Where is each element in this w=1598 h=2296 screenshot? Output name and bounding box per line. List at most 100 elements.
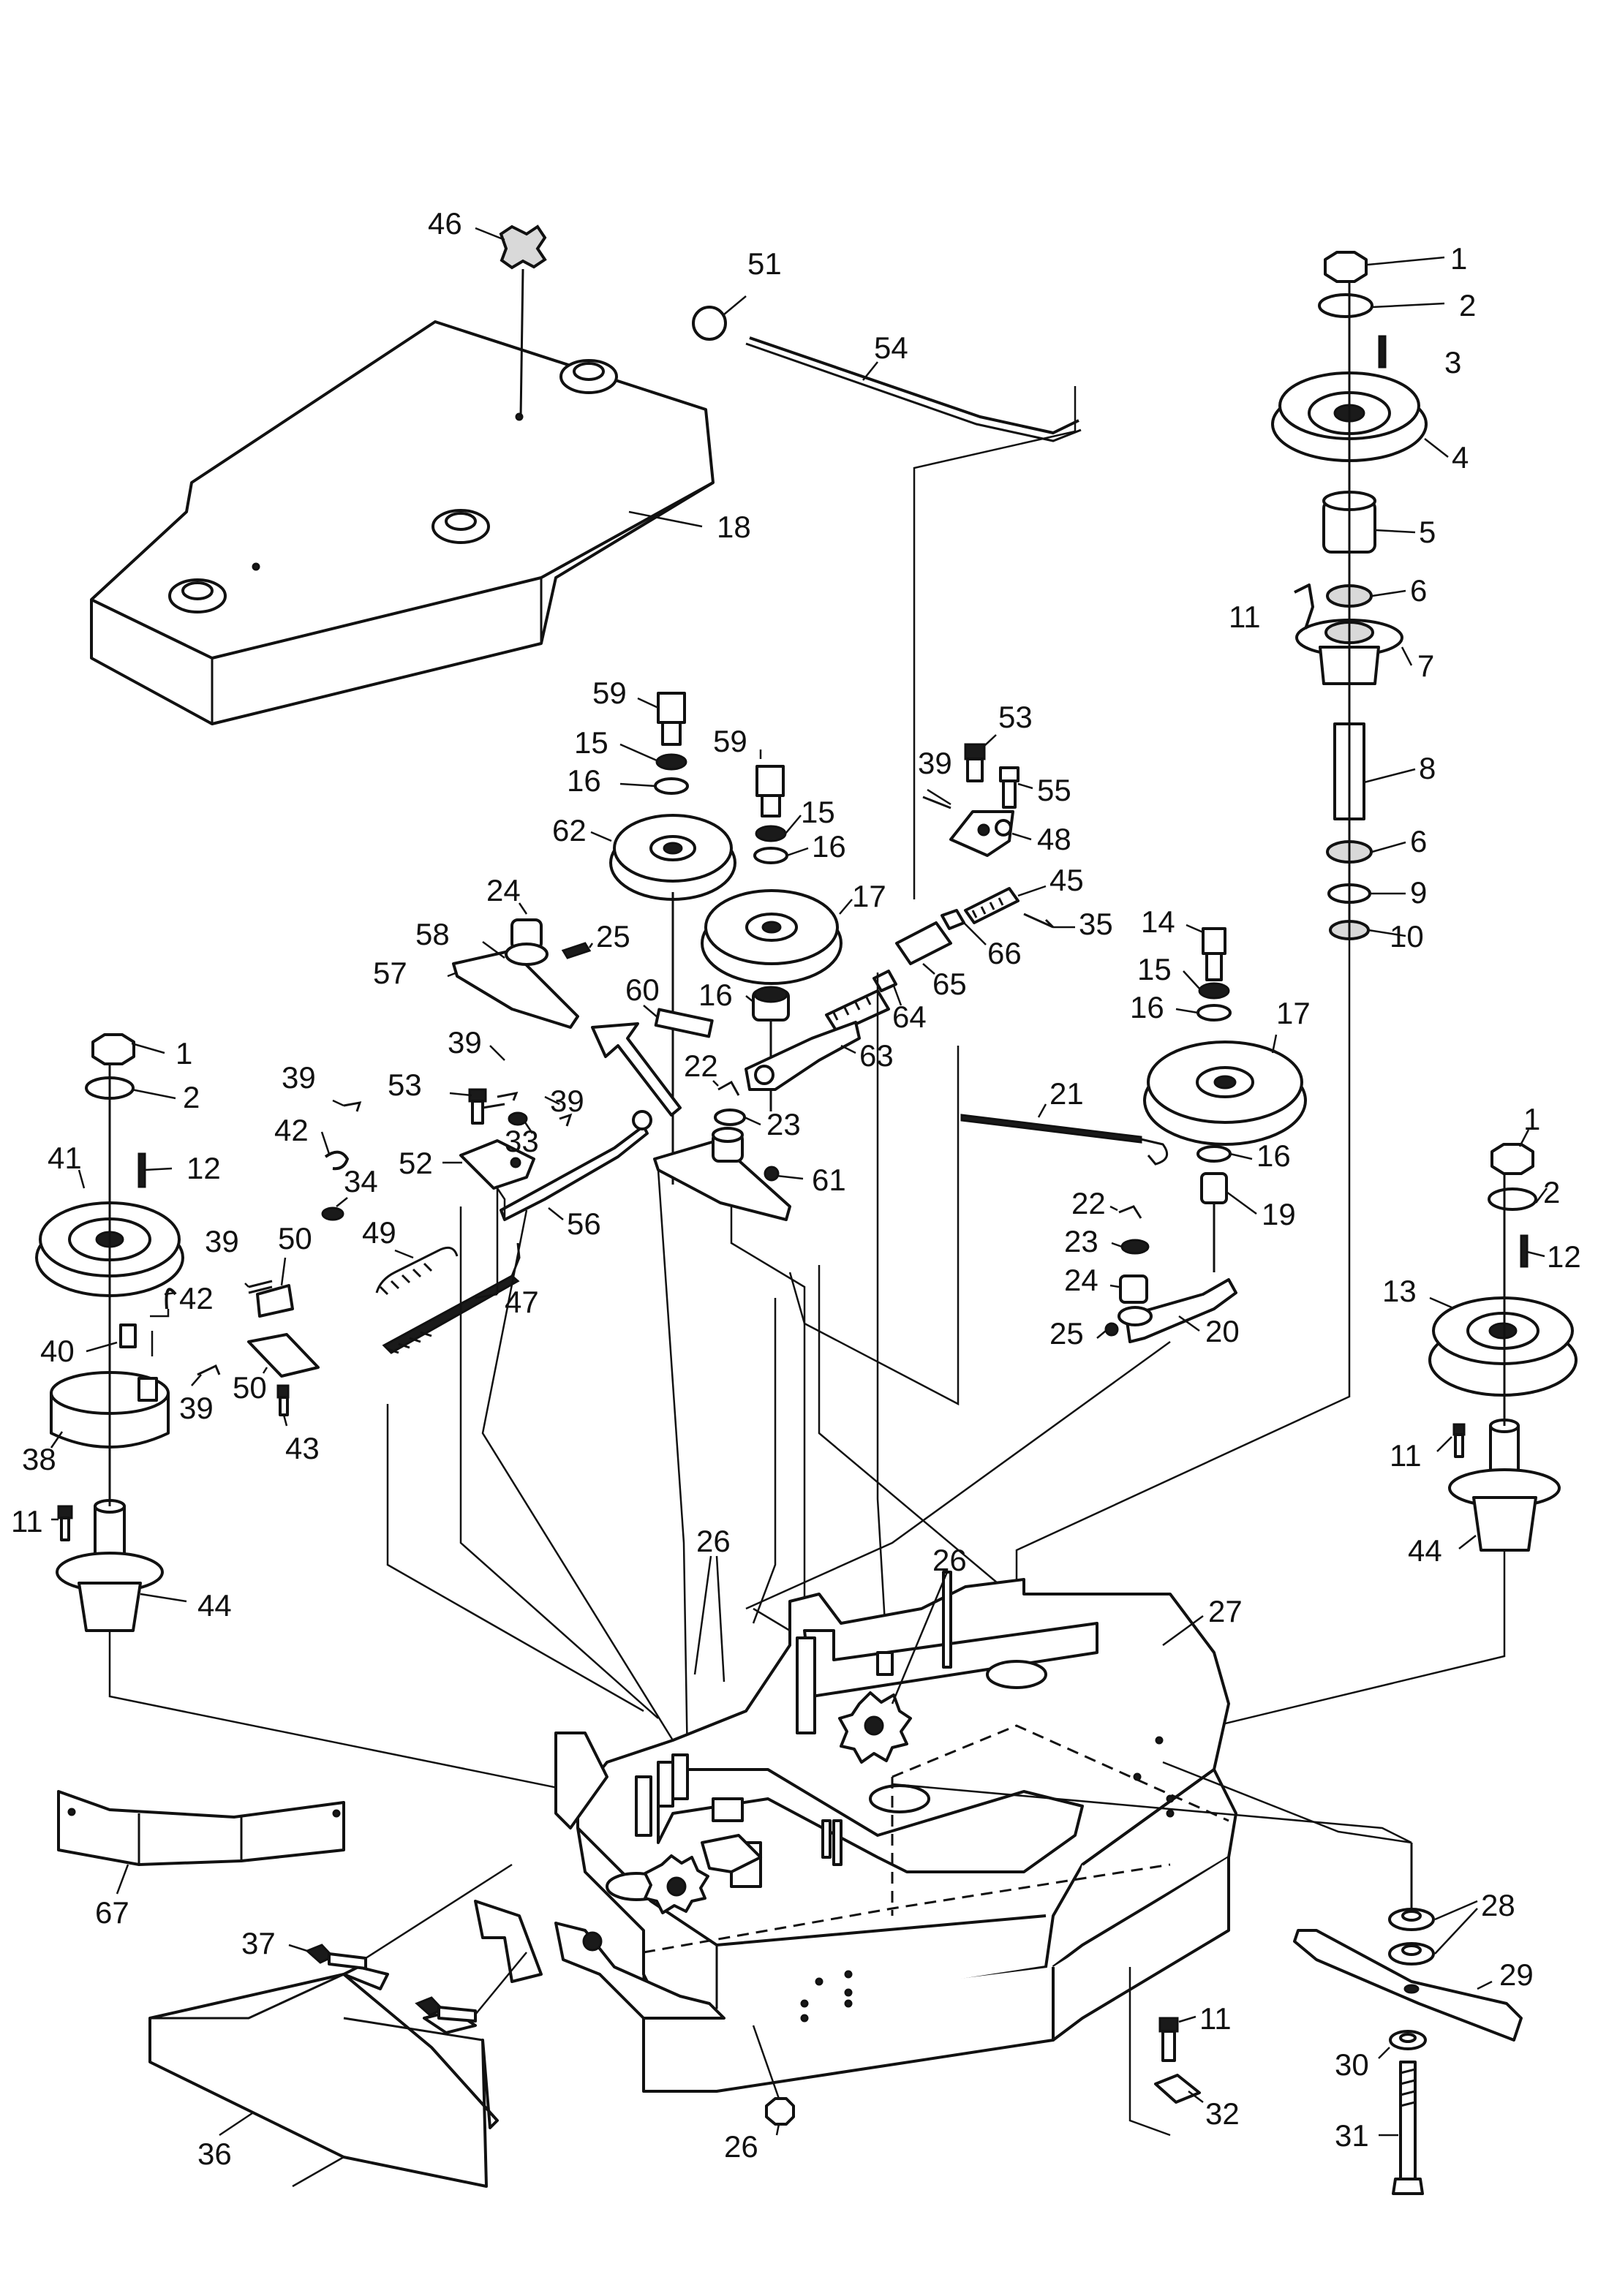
leader-38	[50, 1431, 64, 1449]
callout-39: 39	[205, 1224, 239, 1258]
callout-16: 16	[1256, 1138, 1291, 1173]
callout-24: 24	[1064, 1263, 1098, 1297]
leader-16b	[786, 847, 809, 857]
leader-40	[86, 1341, 118, 1353]
leader-1a	[1367, 256, 1445, 266]
arm-part-48	[949, 743, 1020, 857]
leader-53b	[449, 1092, 472, 1097]
callout-65: 65	[932, 967, 967, 1001]
leader-2a	[1371, 302, 1445, 309]
plate-part-60	[654, 1008, 714, 1038]
leader-12a	[144, 1167, 173, 1171]
leader-14	[1186, 924, 1204, 934]
callout-20: 20	[1205, 1314, 1240, 1348]
leader-60	[643, 1005, 659, 1019]
leader-16c	[745, 995, 754, 1002]
leader-13	[1429, 1296, 1452, 1309]
leader-37	[288, 1944, 308, 1952]
callout-24: 24	[486, 873, 521, 907]
idler-bracket-part-57	[452, 918, 592, 1029]
leader-39d	[191, 1374, 202, 1386]
callout-2: 2	[1459, 288, 1476, 322]
callout-16: 16	[698, 978, 733, 1012]
leader-39f	[544, 1095, 560, 1106]
leader-32	[1188, 2091, 1204, 2103]
callout-14: 14	[1141, 905, 1175, 939]
callout-44: 44	[197, 1588, 232, 1623]
leader-44a	[140, 1593, 187, 1603]
discharge-chute-part-36	[148, 1863, 527, 2188]
callout-21: 21	[1049, 1076, 1084, 1111]
callout-19: 19	[1262, 1197, 1296, 1231]
callout-57: 57	[373, 956, 407, 990]
callout-42: 42	[179, 1281, 214, 1315]
callout-31: 31	[1335, 2118, 1369, 2153]
leader-24b	[1109, 1284, 1120, 1288]
leader-44b	[1458, 1535, 1477, 1549]
callout-1: 1	[1523, 1102, 1540, 1136]
leader-12b	[1526, 1250, 1545, 1258]
callout-39: 39	[550, 1084, 584, 1118]
callout-23: 23	[766, 1107, 801, 1141]
callout-13: 13	[1382, 1274, 1417, 1308]
leader-27	[1162, 1615, 1204, 1647]
callout-8: 8	[1419, 751, 1436, 785]
leader-53a	[984, 734, 997, 747]
baffle-part-67	[57, 1790, 345, 1866]
callout-53: 53	[388, 1068, 422, 1102]
leader-16a	[619, 782, 656, 788]
leader-62	[590, 831, 612, 842]
nut-part-26c	[752, 2025, 795, 2126]
leader-43	[282, 1414, 288, 1427]
callout-59: 59	[592, 676, 627, 710]
leader-23a	[744, 1116, 761, 1126]
callout-1: 1	[1450, 241, 1467, 276]
leader-20	[1178, 1315, 1200, 1332]
leader-15a	[619, 743, 657, 762]
leader-49	[394, 1249, 414, 1259]
leader-36	[219, 2112, 253, 2137]
leader-22b	[1109, 1205, 1118, 1212]
callout-23: 23	[1064, 1224, 1098, 1258]
idler-arm-center	[653, 1080, 791, 1221]
callout-53: 53	[998, 700, 1033, 734]
leader-65	[922, 963, 935, 975]
callout-32: 32	[1205, 2096, 1240, 2131]
callout-50: 50	[233, 1370, 267, 1405]
leader-47	[475, 1293, 498, 1299]
leader-11b	[1178, 2015, 1196, 2023]
leader-51	[723, 295, 747, 315]
callout-29: 29	[1499, 1957, 1534, 1992]
callout-41: 41	[48, 1141, 82, 1175]
callout-33: 33	[505, 1124, 539, 1158]
leader-15c	[1183, 970, 1200, 989]
leader-39a	[927, 788, 951, 806]
leader-34	[336, 1197, 348, 1207]
callout-48: 48	[1037, 822, 1071, 856]
callout-55: 55	[1037, 773, 1071, 807]
callout-56: 56	[567, 1206, 601, 1241]
leader-2b	[131, 1088, 176, 1100]
leader-19	[1226, 1190, 1257, 1215]
knob-part-46	[499, 224, 547, 418]
leader-57	[447, 971, 458, 978]
callout-12: 12	[1547, 1239, 1581, 1274]
callout-58: 58	[415, 917, 450, 951]
leader-28b	[1434, 1908, 1478, 1955]
leader-7	[1401, 646, 1413, 666]
callout-22: 22	[684, 1049, 718, 1083]
rod-part-54	[692, 306, 1082, 899]
callout-36: 36	[197, 2137, 232, 2171]
callout-43: 43	[285, 1431, 320, 1465]
leader-17a	[839, 899, 853, 915]
leader-39e	[489, 1045, 505, 1061]
callout-47: 47	[505, 1285, 539, 1319]
spring-rod-part-21	[960, 1114, 1169, 1166]
callout-25: 25	[1049, 1316, 1084, 1351]
leader-67	[116, 1864, 129, 1895]
leader-50a	[280, 1257, 287, 1286]
callout-11: 11	[11, 1504, 43, 1538]
callout-numbers: 1 2 3 4 5 6 11 7 8 6 9 10 46 51 54 18 59…	[11, 206, 1581, 2171]
leader-39b	[332, 1099, 344, 1107]
